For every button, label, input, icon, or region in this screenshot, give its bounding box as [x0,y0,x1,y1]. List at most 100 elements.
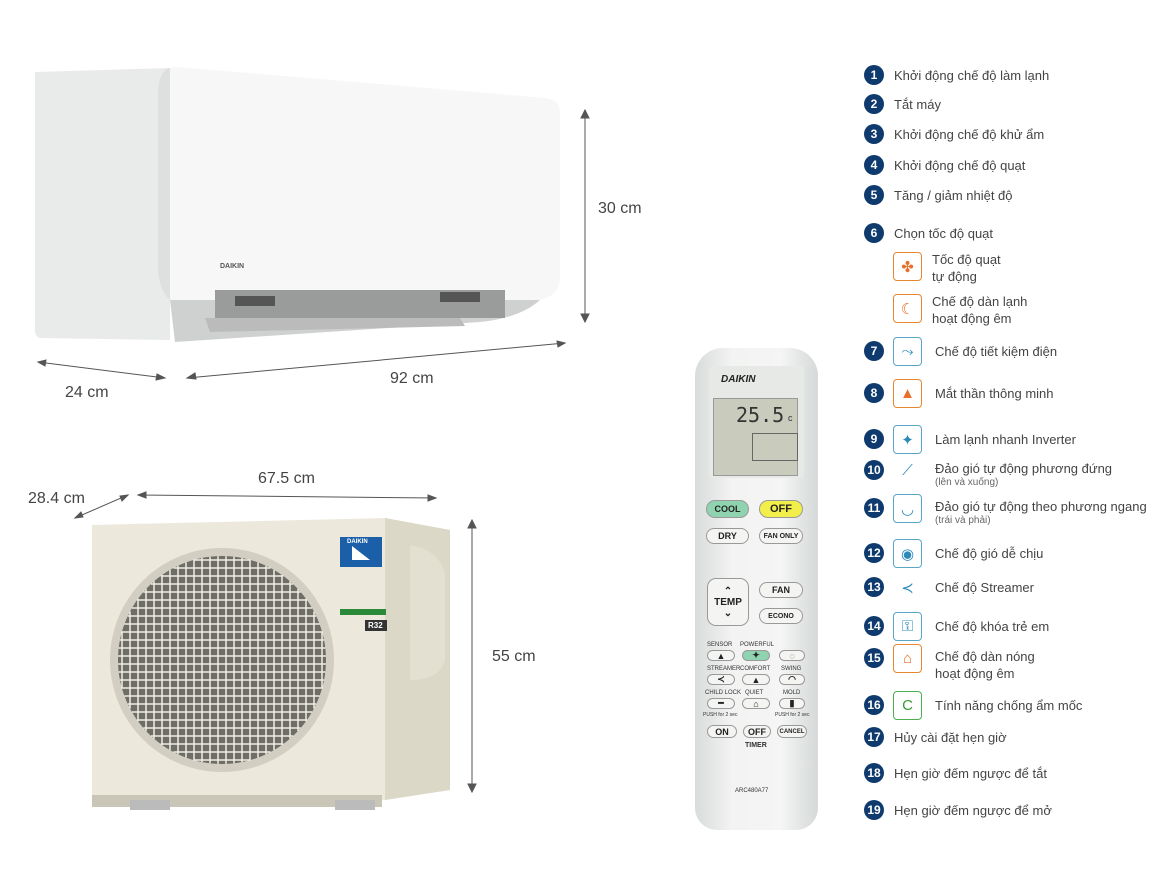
chevron-up-icon: ⌃ [723,585,733,597]
legend-text: Tốc độ quạt [932,252,1001,267]
indoor-unit [35,67,560,342]
legend-text: Tăng / giảm nhiệt độ [894,187,1013,204]
legend-text: Tắt máy [894,97,941,112]
powerful-label: POWERFUL [740,642,775,648]
legend-text: Đảo gió tự động theo phương ngang [935,499,1147,514]
legend-text: Mắt thần thông minh [935,385,1054,402]
daikin-logo-plate [340,537,382,567]
fan-button[interactable]: FAN [759,582,803,598]
legend-text: Hẹn giờ đếm ngược để tắt [894,765,1047,782]
streamer-label: STREAMER [707,666,741,672]
remote-brand: DAIKIN [721,374,756,385]
legend-badge-2: 2 [864,94,884,114]
legend-text: Chế độ dàn nóng [935,649,1035,664]
legend-badge-1: 1 [864,65,884,85]
mold-button[interactable]: ▮ [779,698,805,709]
econo-button[interactable]: ECONO [759,608,803,624]
legend-text: Chế độ tiết kiệm điện [935,344,1058,359]
display-unit: c [788,413,793,423]
legend-text: Mắt thần thông minh [935,386,1054,401]
comfort-airflow-icon: ◉ [893,539,922,568]
legend-badge-4: 4 [864,155,884,175]
sensor-label: SENSOR [707,642,733,648]
quiet-button[interactable]: ⌂ [742,698,770,709]
legend-text: Chế độ Streamer [935,579,1034,596]
cool-button[interactable]: COOL [706,500,749,518]
legend-badge-12: 12 [864,543,884,563]
temp-label: TEMP [714,596,742,608]
dimension-lines [36,108,590,794]
powerful-button[interactable]: ✦ [742,650,770,661]
temp-button[interactable]: ⌃TEMP⌄ [707,578,749,626]
legend-badge-11: 11 [864,498,884,518]
chevron-down-icon: ⌄ [723,607,733,619]
legend-badge-15: 15 [864,648,884,668]
legend-text: Hẹn giờ đếm ngược để mở [894,803,1052,818]
legend-badge-10: 10 [864,460,884,480]
sensor-button[interactable]: ▲ [707,650,735,661]
refrigerant-label: R32 [368,621,383,630]
legend-text: Chế độ dàn lạnh [932,294,1028,309]
dry-button[interactable]: DRY [706,528,749,544]
legend-badge-8: 8 [864,383,884,403]
legend-text: Đảo gió tự động phương đứng [935,461,1113,476]
legend-text: Tính năng chống ẩm mốc [935,697,1082,714]
horizontal-swing-icon: ◡ [893,494,922,523]
fan-only-button[interactable]: FAN ONLY [759,528,803,544]
outdoor-width-label: 67.5 cm [258,470,315,487]
legend-badge-5: 5 [864,185,884,205]
legend-text: Chế độ Streamer [935,580,1034,595]
push-label: PUSH for 2 sec [703,712,738,718]
indoor-height-label: 30 cm [598,200,642,217]
child-lock-label: CHILD LOCK [705,690,742,696]
display-temperature: 25.5 [736,403,785,427]
smart-eye-icon: ▲ [893,379,922,408]
legend-text: Tính năng chống ẩm mốc [935,698,1083,713]
legend-text: Đảo gió tự động theo phương ngang(trái v… [935,498,1147,527]
legend-sub: (lên và xuống) [935,477,999,488]
legend-badge-3: 3 [864,124,884,144]
legend-text: Chọn tốc độ quạt [894,225,993,242]
indoor-depth-label: 24 cm [65,384,109,401]
model-label: ARC480A77 [735,788,769,794]
econo-icon: ⤳ [893,337,922,366]
child-lock-icon: ⚿ [893,612,922,641]
legend-badge-6: 6 [864,223,884,243]
legend-text: Chế độ gió dễ chịu [935,545,1043,562]
comfort-button[interactable]: ▲ [742,674,770,685]
legend-text: Chế độ khóa trẻ em [935,618,1049,635]
quiet-indoor-icon: ☾ [893,294,922,323]
legend-text: Tắt máy [894,96,941,113]
legend-badge-16: 16 [864,695,884,715]
timer-on-button[interactable]: ON [707,725,737,738]
auto-fan-icon: ✤ [893,252,922,281]
outdoor-height-label: 55 cm [492,648,536,665]
child-lock-button[interactable]: ━ [707,698,735,709]
legend-badge-17: 17 [864,727,884,747]
timer-off-button[interactable]: OFF [743,725,771,738]
legend-text: Khởi động chế độ quạt [894,157,1025,174]
legend-badge-9: 9 [864,429,884,449]
outdoor-brand: DAIKIN [347,539,368,545]
legend-text: Chọn tốc độ quạt [894,226,994,241]
cancel-button[interactable]: CANCEL [777,725,807,738]
outdoor-unit [92,518,450,810]
off-button[interactable]: OFF [759,500,803,518]
swing-button[interactable]: ◠ [779,674,805,685]
indoor-brand-logo: DAIKIN [220,263,245,270]
legend-badge-14: 14 [864,616,884,636]
vertical-swing-button[interactable]: ◌ [779,650,805,661]
legend-badge-7: 7 [864,341,884,361]
remote-display: 25.5 c [713,398,798,476]
legend-text: Hủy cài đặt hẹn giờ [894,729,1007,746]
legend-badge-13: 13 [864,577,884,597]
legend-text: Khởi động chế độ khử ẩm [894,127,1045,142]
comfort-label: COMFORT [740,666,771,672]
quiet-outdoor-icon: ⌂ [893,644,922,673]
legend-text: Hẹn giờ đếm ngược để mở [894,802,1052,819]
streamer-button[interactable]: ≺ [707,674,735,685]
legend-text: Chế độ gió dễ chịu [935,546,1044,561]
